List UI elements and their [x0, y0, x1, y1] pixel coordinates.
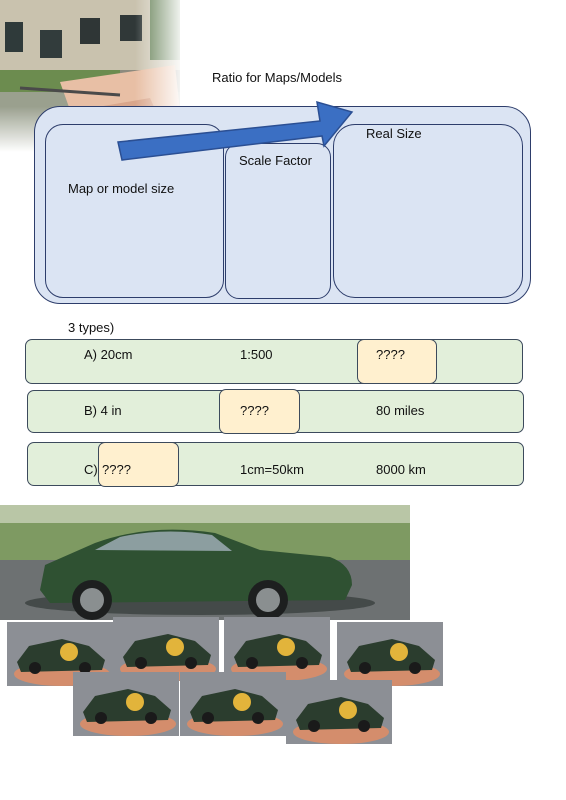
- row-a-scale: 1:500: [240, 347, 273, 362]
- toy-car-in-hand-photo: [224, 617, 330, 681]
- toy-car-in-hand-photo: [286, 680, 392, 744]
- toy-car-in-hand-photo: [73, 672, 179, 736]
- real-size-label: Real Size: [366, 126, 422, 141]
- row-b-label: B) 4 in: [84, 403, 122, 418]
- toy-car-in-hand-photo: [7, 622, 113, 686]
- row-b-unknown-box: [219, 389, 300, 434]
- row-c-label: C): [84, 462, 98, 477]
- row-a-unknown-box: [357, 339, 437, 384]
- scale-factor-label: Scale Factor: [239, 153, 312, 168]
- row-c-model: ????: [102, 462, 131, 477]
- toy-car-in-hand-photo: [180, 672, 286, 736]
- green-car-photo: [0, 505, 410, 620]
- row-b-scale: ????: [240, 403, 269, 418]
- row-c-unknown-box: [98, 442, 179, 487]
- real-size-box: [333, 124, 523, 298]
- toy-car-in-hand-photo: [337, 622, 443, 686]
- row-b-real: 80 miles: [376, 403, 425, 418]
- scale-factor-box: [225, 143, 331, 299]
- row-c-real: 8000 km: [376, 462, 426, 477]
- row-a-label: A) 20cm: [84, 347, 133, 362]
- row-a: [25, 339, 523, 384]
- direction-arrow-icon: [117, 100, 354, 161]
- diagram-title: Ratio for Maps/Models: [212, 70, 343, 85]
- types-heading: 3 types): [68, 320, 115, 335]
- row-a-real: ????: [376, 347, 405, 362]
- map-model-size-label: Map or model size: [68, 181, 175, 196]
- row-c-scale: 1cm=50km: [240, 462, 304, 477]
